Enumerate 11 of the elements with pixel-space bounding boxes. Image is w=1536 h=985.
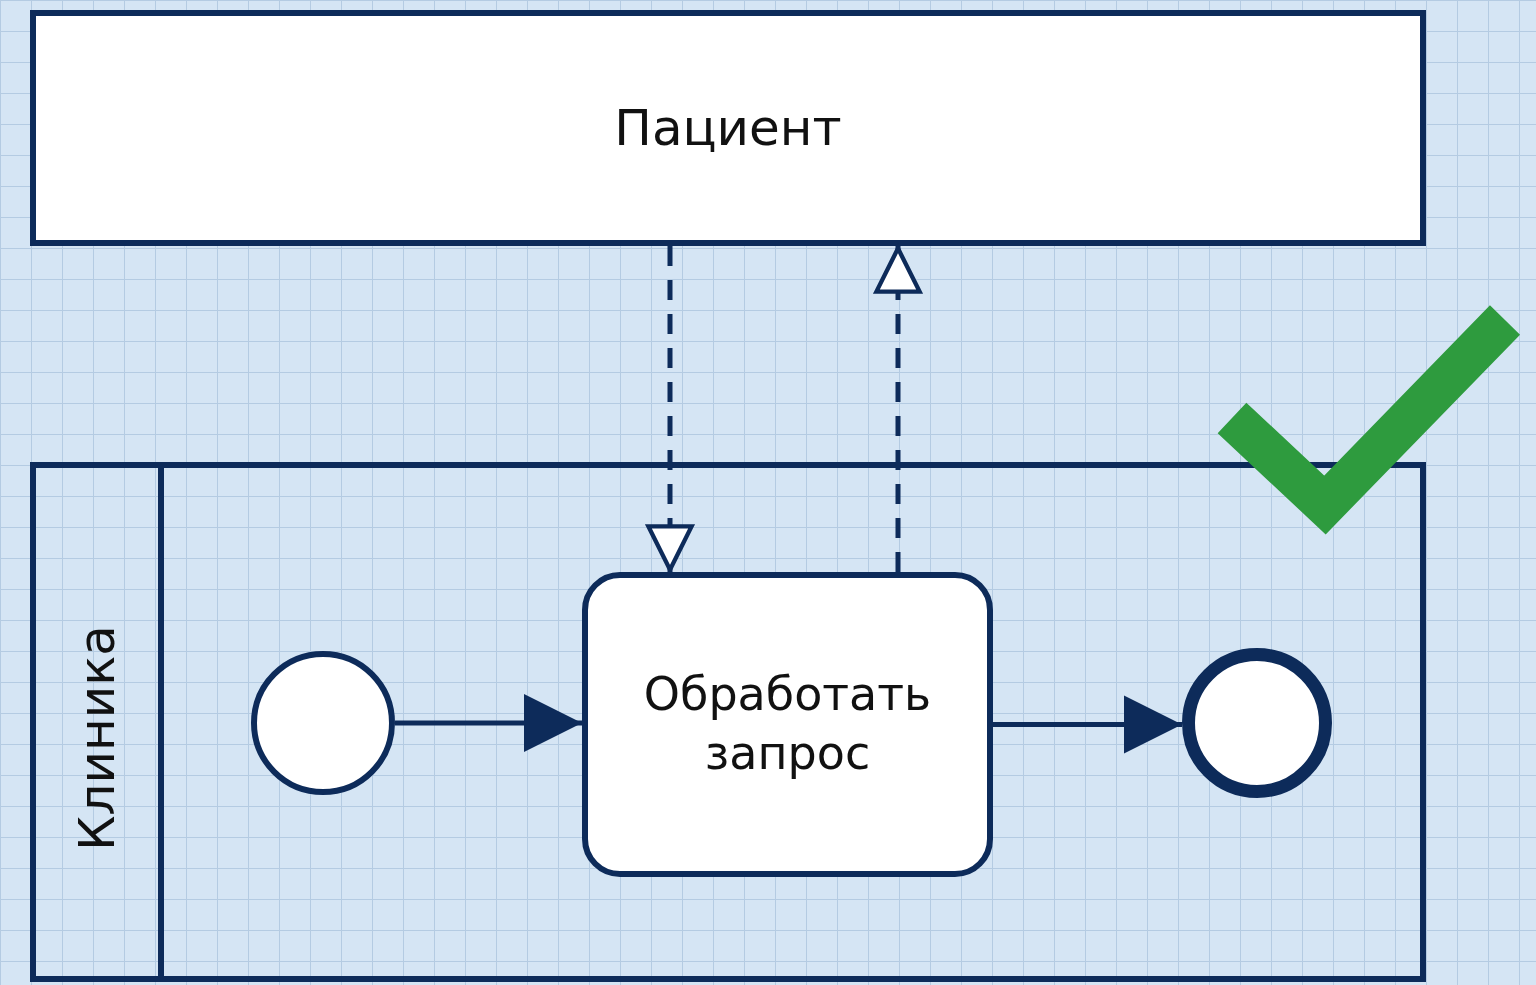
pool-box xyxy=(30,10,1426,246)
pool-label: Пациент xyxy=(613,97,843,159)
task-label: Обработать запрос xyxy=(642,665,933,783)
task-box xyxy=(582,572,993,877)
pool-lane xyxy=(30,462,1426,982)
end-event-circle xyxy=(1182,648,1332,798)
message-flow-arrow xyxy=(874,246,922,572)
pool-label: Клиника xyxy=(66,625,127,851)
sequence-flow-arrow xyxy=(993,695,1182,754)
sequence-flow-arrow xyxy=(395,694,582,752)
message-flow-arrow xyxy=(646,246,694,572)
